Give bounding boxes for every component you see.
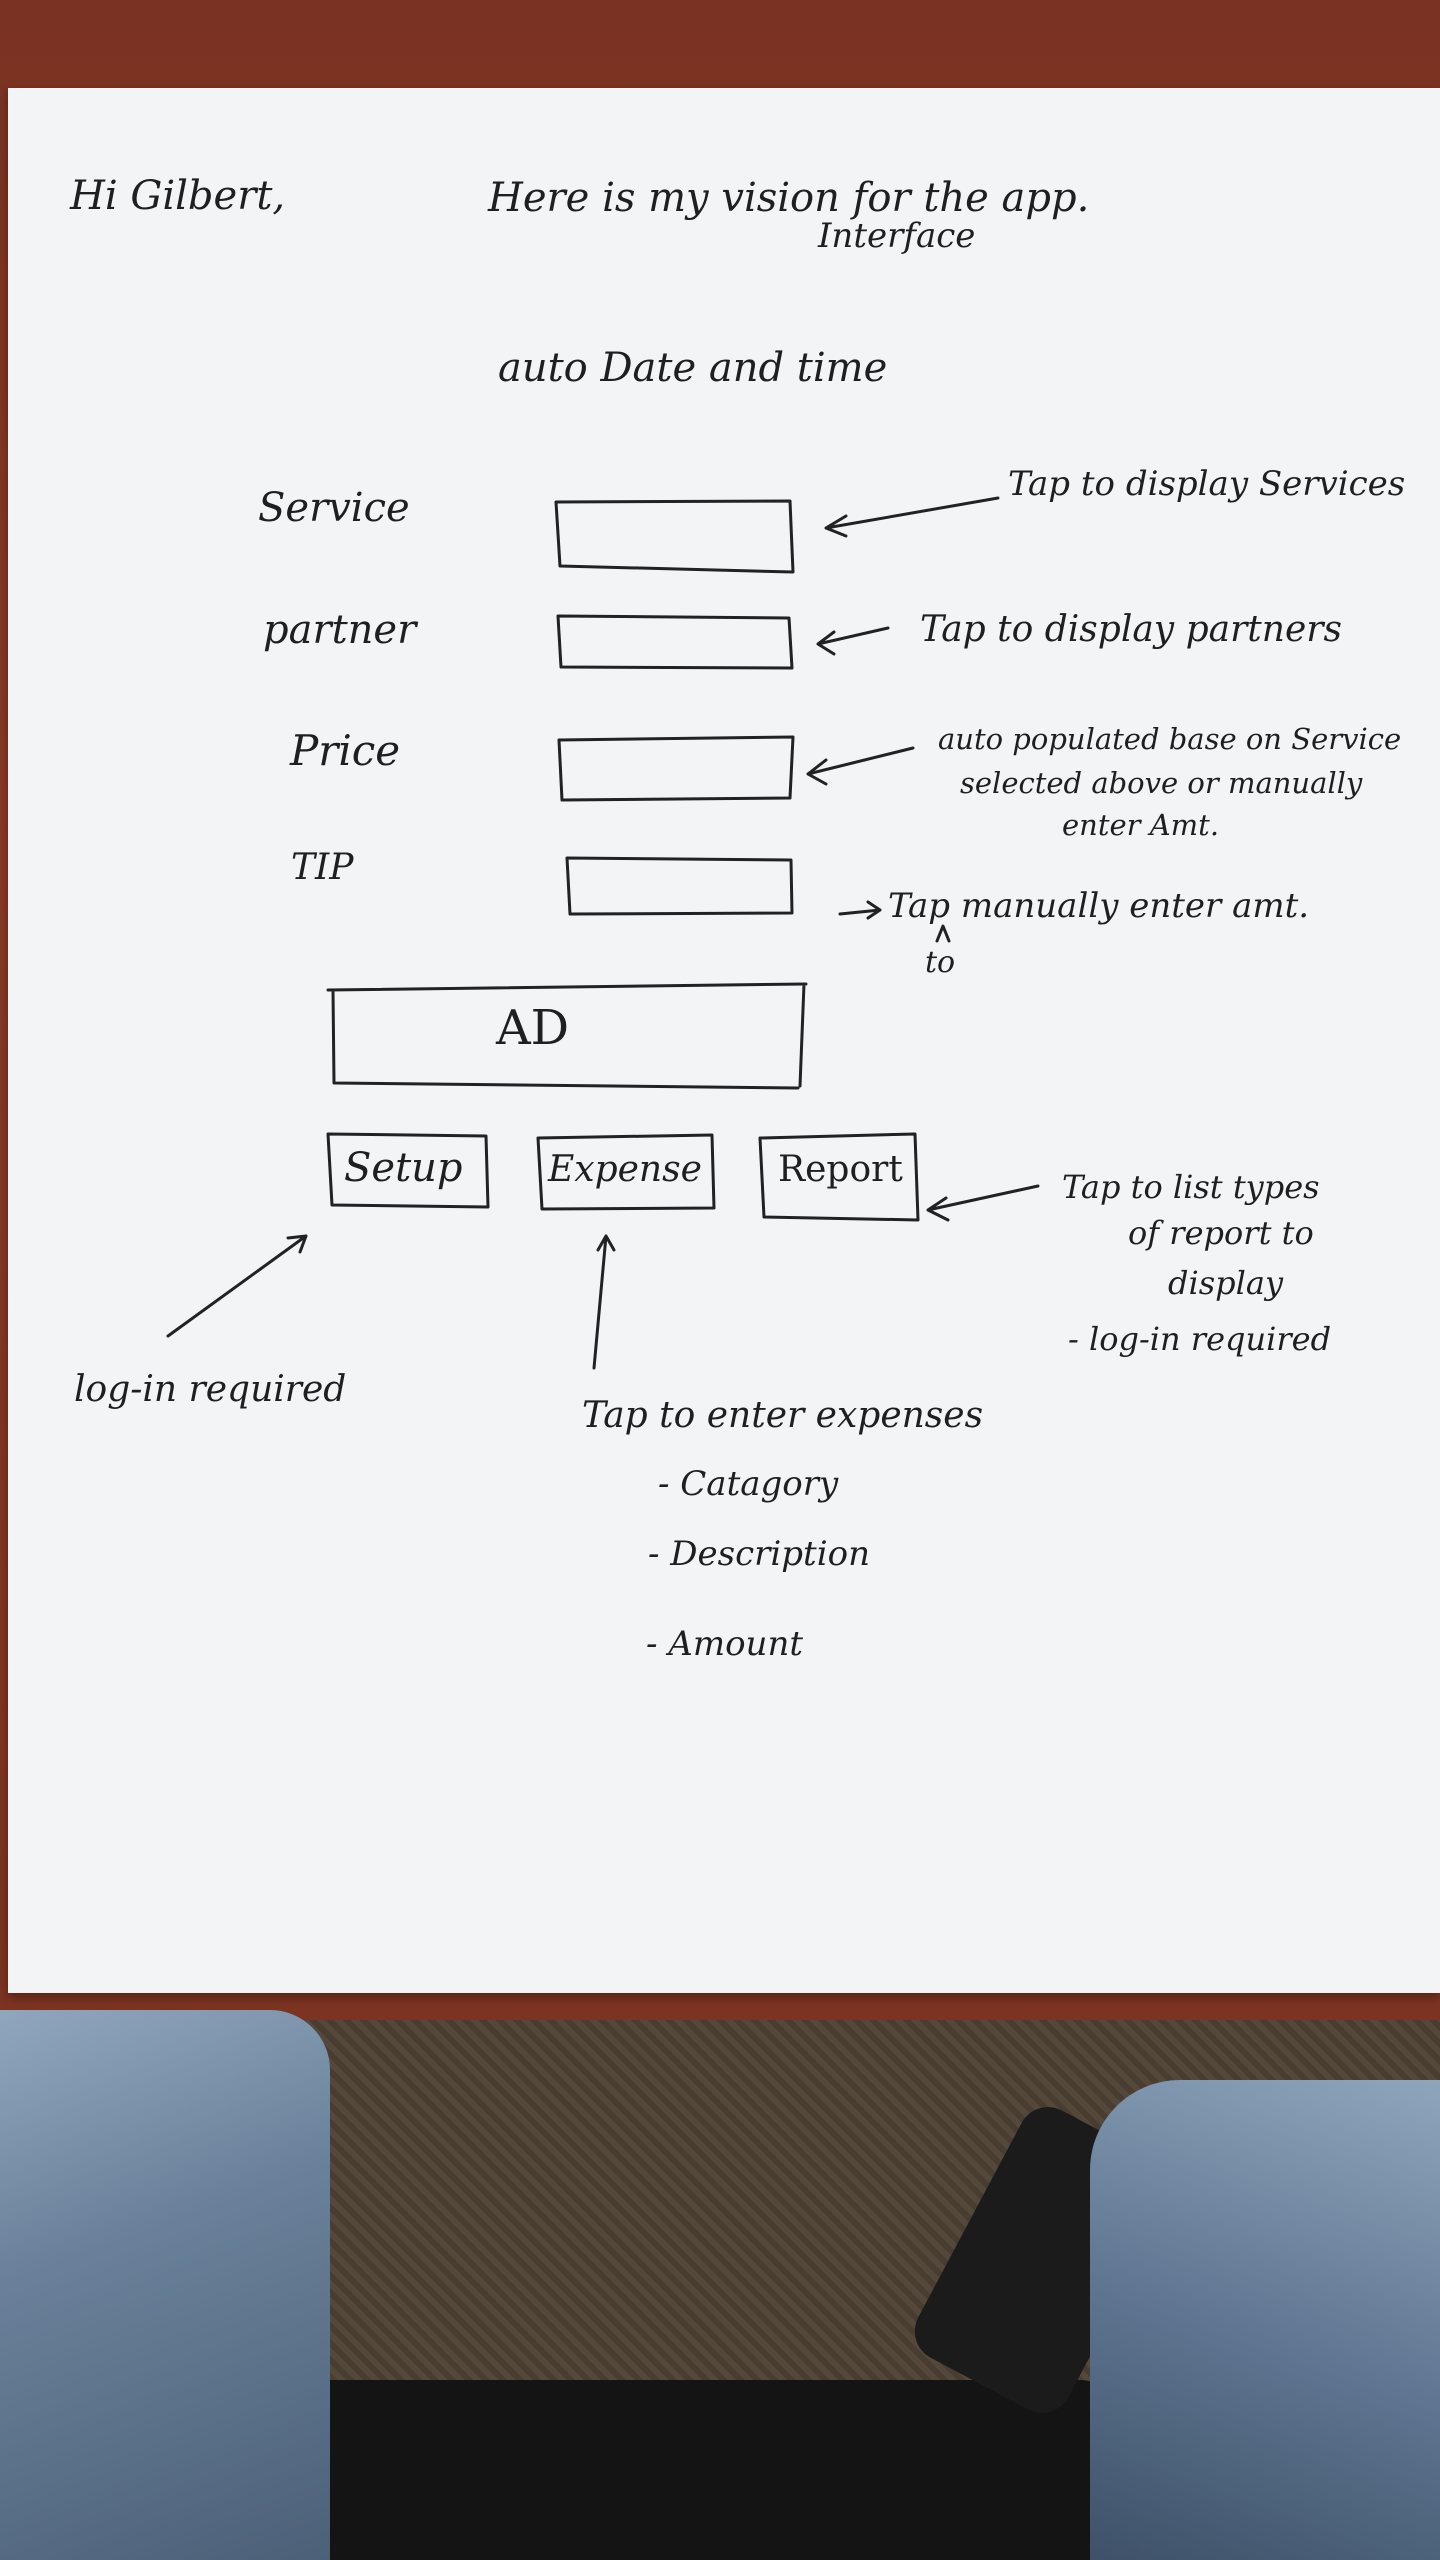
tip-note: Tap manually enter amt. <box>888 886 1310 926</box>
report-note-line-2: of report to <box>1128 1214 1314 1252</box>
partner-label: partner <box>263 607 417 653</box>
tip-insert-caret <box>935 924 951 943</box>
ad-box <box>326 982 808 1090</box>
chair-seat <box>260 2380 1120 2560</box>
report-note-line-4: - log-in required <box>1068 1320 1332 1358</box>
price-arrow <box>806 746 915 786</box>
expense-note-item-category: - Catagory <box>658 1464 839 1504</box>
report-button-box <box>758 1132 920 1222</box>
ad-placeholder-label: AD <box>496 1000 570 1056</box>
right-knee-jeans <box>1090 2080 1440 2560</box>
intro-text-interface: Interface <box>818 216 976 256</box>
price-label: Price <box>290 726 401 775</box>
partner-arrow <box>816 626 890 656</box>
setup-arrow <box>166 1234 308 1338</box>
setup-button-box <box>326 1132 490 1209</box>
report-note-line-1: Tap to list types <box>1062 1168 1320 1206</box>
price-field-box <box>557 735 795 802</box>
intro-text: Here is my vision for the app. <box>488 175 1090 221</box>
report-arrow <box>926 1184 1040 1222</box>
report-button-label: Report <box>778 1149 903 1190</box>
tip-field-box <box>565 856 794 916</box>
tip-note-insert: to <box>925 945 956 980</box>
expense-arrow <box>592 1234 616 1370</box>
service-note: Tap to display Services <box>1008 464 1406 504</box>
left-knee-jeans <box>0 2010 330 2560</box>
greeting-text: Hi Gilbert, <box>70 173 286 219</box>
partner-note: Tap to display partners <box>920 609 1342 650</box>
expense-button-label: Expense <box>548 1149 702 1190</box>
service-label: Service <box>258 485 410 531</box>
expense-note-item-amount: - Amount <box>646 1624 804 1664</box>
setup-note: log-in required <box>74 1369 347 1410</box>
expense-button-box <box>536 1133 716 1211</box>
partner-field-box <box>556 614 794 670</box>
expense-note-title: Tap to enter expenses <box>582 1395 984 1436</box>
service-field-box <box>554 499 795 574</box>
auto-date-time-label: auto Date and time <box>498 345 888 391</box>
tip-label: TIP <box>291 847 354 888</box>
price-note-line-2: selected above or manually <box>960 766 1363 800</box>
setup-button-label: Setup <box>344 1145 463 1191</box>
price-note-line-1: auto populated base on Service <box>938 722 1402 756</box>
service-arrow <box>824 496 1000 538</box>
price-note-line-3: enter Amt. <box>1062 808 1220 842</box>
sketch-ink-layer <box>166 496 1040 1370</box>
expense-note-item-description: - Description <box>648 1534 870 1574</box>
sketch-paper: Hi Gilbert, Here is my vision for the ap… <box>8 88 1440 1993</box>
tip-arrow <box>838 900 882 920</box>
report-note-line-3: display <box>1168 1264 1284 1302</box>
